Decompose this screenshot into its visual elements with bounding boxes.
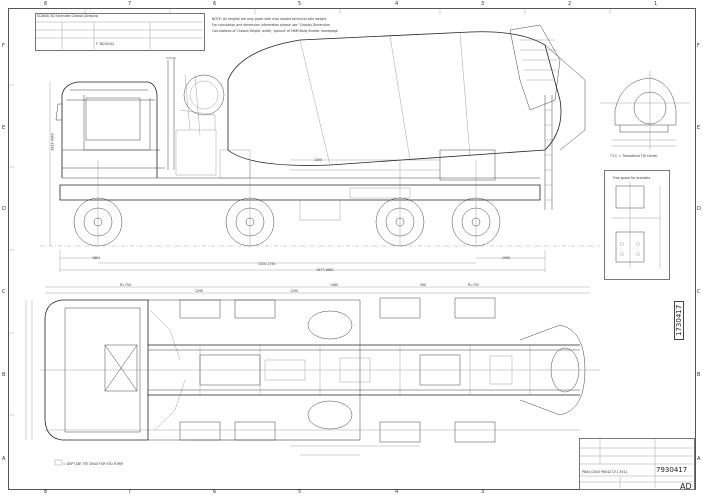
zone-label-side: A: [697, 456, 701, 462]
note-line: For calculation and dimension informatio…: [212, 23, 330, 27]
note-line: Calculations of Chassis Height, width, '…: [212, 29, 338, 33]
vehicle-designation: P8X4 CN45 P8X4Z CF1 X511: [582, 470, 628, 474]
zone-label-top: 5: [298, 1, 302, 7]
note-line: NOTE: All heights are only given with ma…: [212, 17, 327, 21]
zone-label-top: 6: [213, 1, 217, 7]
dim-wheelbase: 1320-1750: [258, 262, 276, 266]
zone-label-side: B: [697, 372, 701, 378]
zone-label-bottom: 8: [44, 489, 48, 495]
zone-label-side: D: [2, 206, 6, 212]
zone-label-side: C: [2, 289, 6, 295]
plan-dim: 1290: [195, 289, 204, 293]
zone-label-side: F: [2, 43, 5, 49]
zone-label-side: E: [2, 125, 6, 131]
zone-label-top: 2: [568, 1, 572, 7]
header-title-block: [35, 13, 205, 51]
zone-label-top: 7: [128, 1, 132, 7]
zone-label-side: F: [697, 43, 700, 49]
sheet-border: [8, 8, 696, 490]
ttc-label: T.T.C = Theoretical Tilt Center: [610, 154, 658, 158]
plan-dim: 590: [420, 283, 427, 287]
zone-label-top: 1: [654, 1, 658, 7]
zone-label-top: 8: [44, 1, 48, 7]
zone-label-top: 3: [481, 1, 485, 7]
zone-label-bottom: 5: [298, 489, 302, 495]
drawing-number: 7930417: [656, 466, 688, 474]
bracket-space-label: Free space for brackets: [613, 176, 651, 180]
plan-dim: R=750: [120, 283, 131, 287]
zone-label-side: B: [2, 372, 6, 378]
plan-dim: 1460: [330, 283, 339, 287]
zone-label-bottom: 7: [128, 489, 132, 495]
zone-label-bottom: 4: [395, 489, 399, 495]
zone-label-side: D: [697, 206, 701, 212]
drawing-title: SCANIA 3D Extended Chassis Drawing: [37, 14, 98, 18]
plan-dim: 1290: [290, 289, 299, 293]
zone-label-side: C: [697, 289, 701, 295]
zone-label-bottom: 6: [213, 489, 217, 495]
revision-letter: AD: [680, 482, 692, 491]
zone-label-side: E: [697, 125, 701, 131]
plan-note: = DEPT DIE TYE 2N40 FOR 930-FORM: [63, 462, 123, 466]
zone-label-bottom: 3: [481, 489, 485, 495]
drawing-code: F 3824/342: [96, 42, 115, 46]
plan-dim: R=750: [468, 283, 479, 287]
zone-label-side: A: [2, 456, 6, 462]
zone-label-top: 4: [395, 1, 399, 7]
bracket-space-panel: [604, 170, 670, 280]
